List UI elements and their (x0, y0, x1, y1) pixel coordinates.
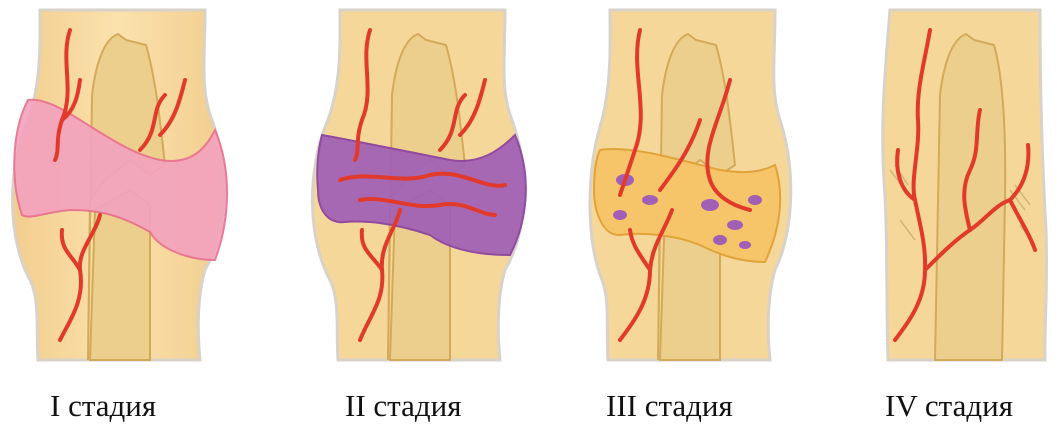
stage-4-illustration (860, 0, 1059, 385)
stage-2-label: II стадия (345, 388, 461, 424)
stage-3-illustration (580, 0, 820, 385)
stage-1-illustration (0, 0, 240, 385)
stage-1-label: I стадия (50, 388, 156, 424)
stage-4-label: IV стадия (885, 388, 1013, 424)
stage-2-illustration (300, 0, 540, 385)
stage-3-label: III стадия (606, 388, 733, 424)
bone-remodeled (935, 34, 1005, 360)
